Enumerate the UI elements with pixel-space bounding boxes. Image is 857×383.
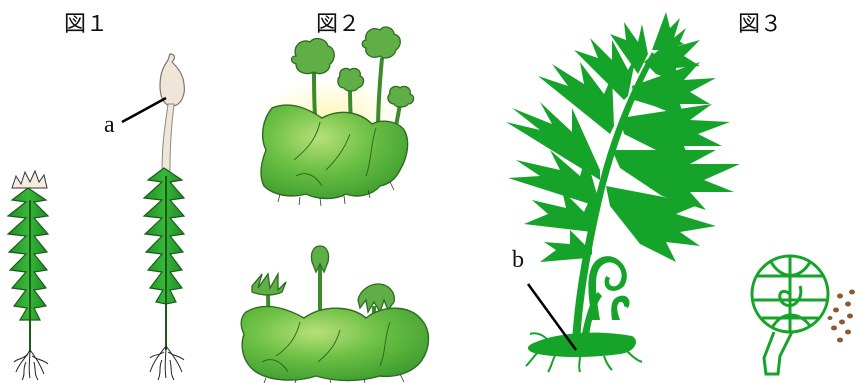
liverwort-lower bbox=[241, 246, 428, 383]
pointer-a-line bbox=[122, 98, 166, 122]
liverwort-upper bbox=[260, 27, 414, 206]
moss-shoot-left bbox=[8, 171, 48, 380]
fern-plant bbox=[506, 12, 740, 372]
spores bbox=[828, 290, 856, 343]
moss-shoot-right-with-capsule bbox=[144, 54, 184, 380]
sporangium bbox=[752, 256, 828, 374]
